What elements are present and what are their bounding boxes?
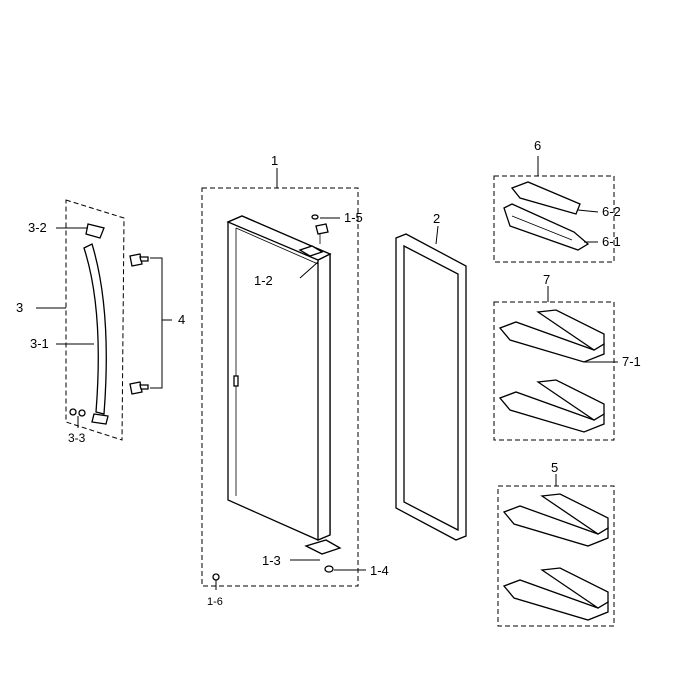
label-6: 6: [534, 138, 541, 153]
guard-top-frame: [493, 175, 615, 263]
label-7: 7: [543, 272, 550, 287]
bushing: [212, 573, 220, 581]
guard-bottom-shelf-1-back: [540, 493, 609, 535]
door-guard-top: [493, 175, 615, 263]
label-1-2: 1-2: [254, 273, 273, 288]
label-3: 3: [16, 300, 23, 315]
guard-middle-shelf-1: [498, 321, 605, 363]
handle-assembly: [65, 199, 125, 441]
label-1-4: 1-4: [370, 563, 389, 578]
hinge-cap: [315, 223, 329, 235]
door-gasket: [395, 233, 467, 541]
label-5: 5: [551, 460, 558, 475]
door-side: [317, 252, 331, 541]
hinge-screw: [311, 214, 319, 220]
label-3-1: 3-1: [30, 336, 49, 351]
door-assembly-frame: [201, 187, 359, 587]
door-top-line: [235, 227, 319, 265]
door-guard-middle: [493, 301, 615, 441]
guard-bottom-shelf-2: [502, 579, 609, 621]
screw-bottom: [129, 381, 143, 395]
door-assembly: [201, 187, 359, 587]
label-3-2: 3-2: [28, 220, 47, 235]
label-1-6: 1-6: [207, 596, 223, 608]
gasket-inner: [403, 244, 459, 532]
guard-middle-frame: [493, 301, 615, 441]
label-3-3: 3-3: [68, 431, 86, 445]
guard-bottom-shelf-1: [502, 505, 609, 547]
handle-cap-bottom: [91, 413, 109, 425]
mounting-screws: [129, 253, 163, 395]
door-mark: [233, 375, 239, 387]
handle-screw-left: [69, 408, 77, 416]
label-6-1: 6-1: [602, 234, 621, 249]
screw-top-shank: [139, 256, 149, 262]
label-1-5: 1-5: [344, 210, 363, 225]
bottom-hinge: [304, 539, 342, 555]
bottom-washer: [324, 565, 334, 573]
screw-top: [129, 253, 143, 267]
label-7-1: 7-1: [622, 354, 641, 369]
label-1-3: 1-3: [262, 553, 281, 568]
label-4: 4: [178, 312, 185, 327]
screws-bracket: [150, 257, 163, 389]
handle-screw-right: [78, 409, 86, 417]
handle-assembly-frame: [65, 199, 125, 441]
screw-bottom-shank: [139, 384, 149, 390]
guard-bin: [503, 203, 590, 251]
label-2: 2: [433, 211, 440, 226]
door-guard-bottom: [497, 485, 615, 627]
label-6-2: 6-2: [602, 204, 621, 219]
leader-lines: [36, 156, 618, 590]
handle-cap-top: [85, 223, 105, 239]
top-hinge: [298, 245, 324, 257]
guard-bin-edge: [511, 215, 573, 241]
guard-middle-shelf-2: [498, 391, 605, 433]
guard-bottom-shelf-2-back: [540, 567, 609, 609]
guard-middle-shelf-1-back: [536, 309, 605, 351]
guard-cover: [510, 181, 581, 215]
label-1: 1: [271, 153, 278, 168]
guard-middle-shelf-2-back: [536, 379, 605, 421]
handle-bar: [83, 243, 107, 415]
callout-labels: 1 1-2 1-3 1-4 1-5 1-6 2 3 3-1 3-2 3-3 4 …: [16, 138, 641, 608]
